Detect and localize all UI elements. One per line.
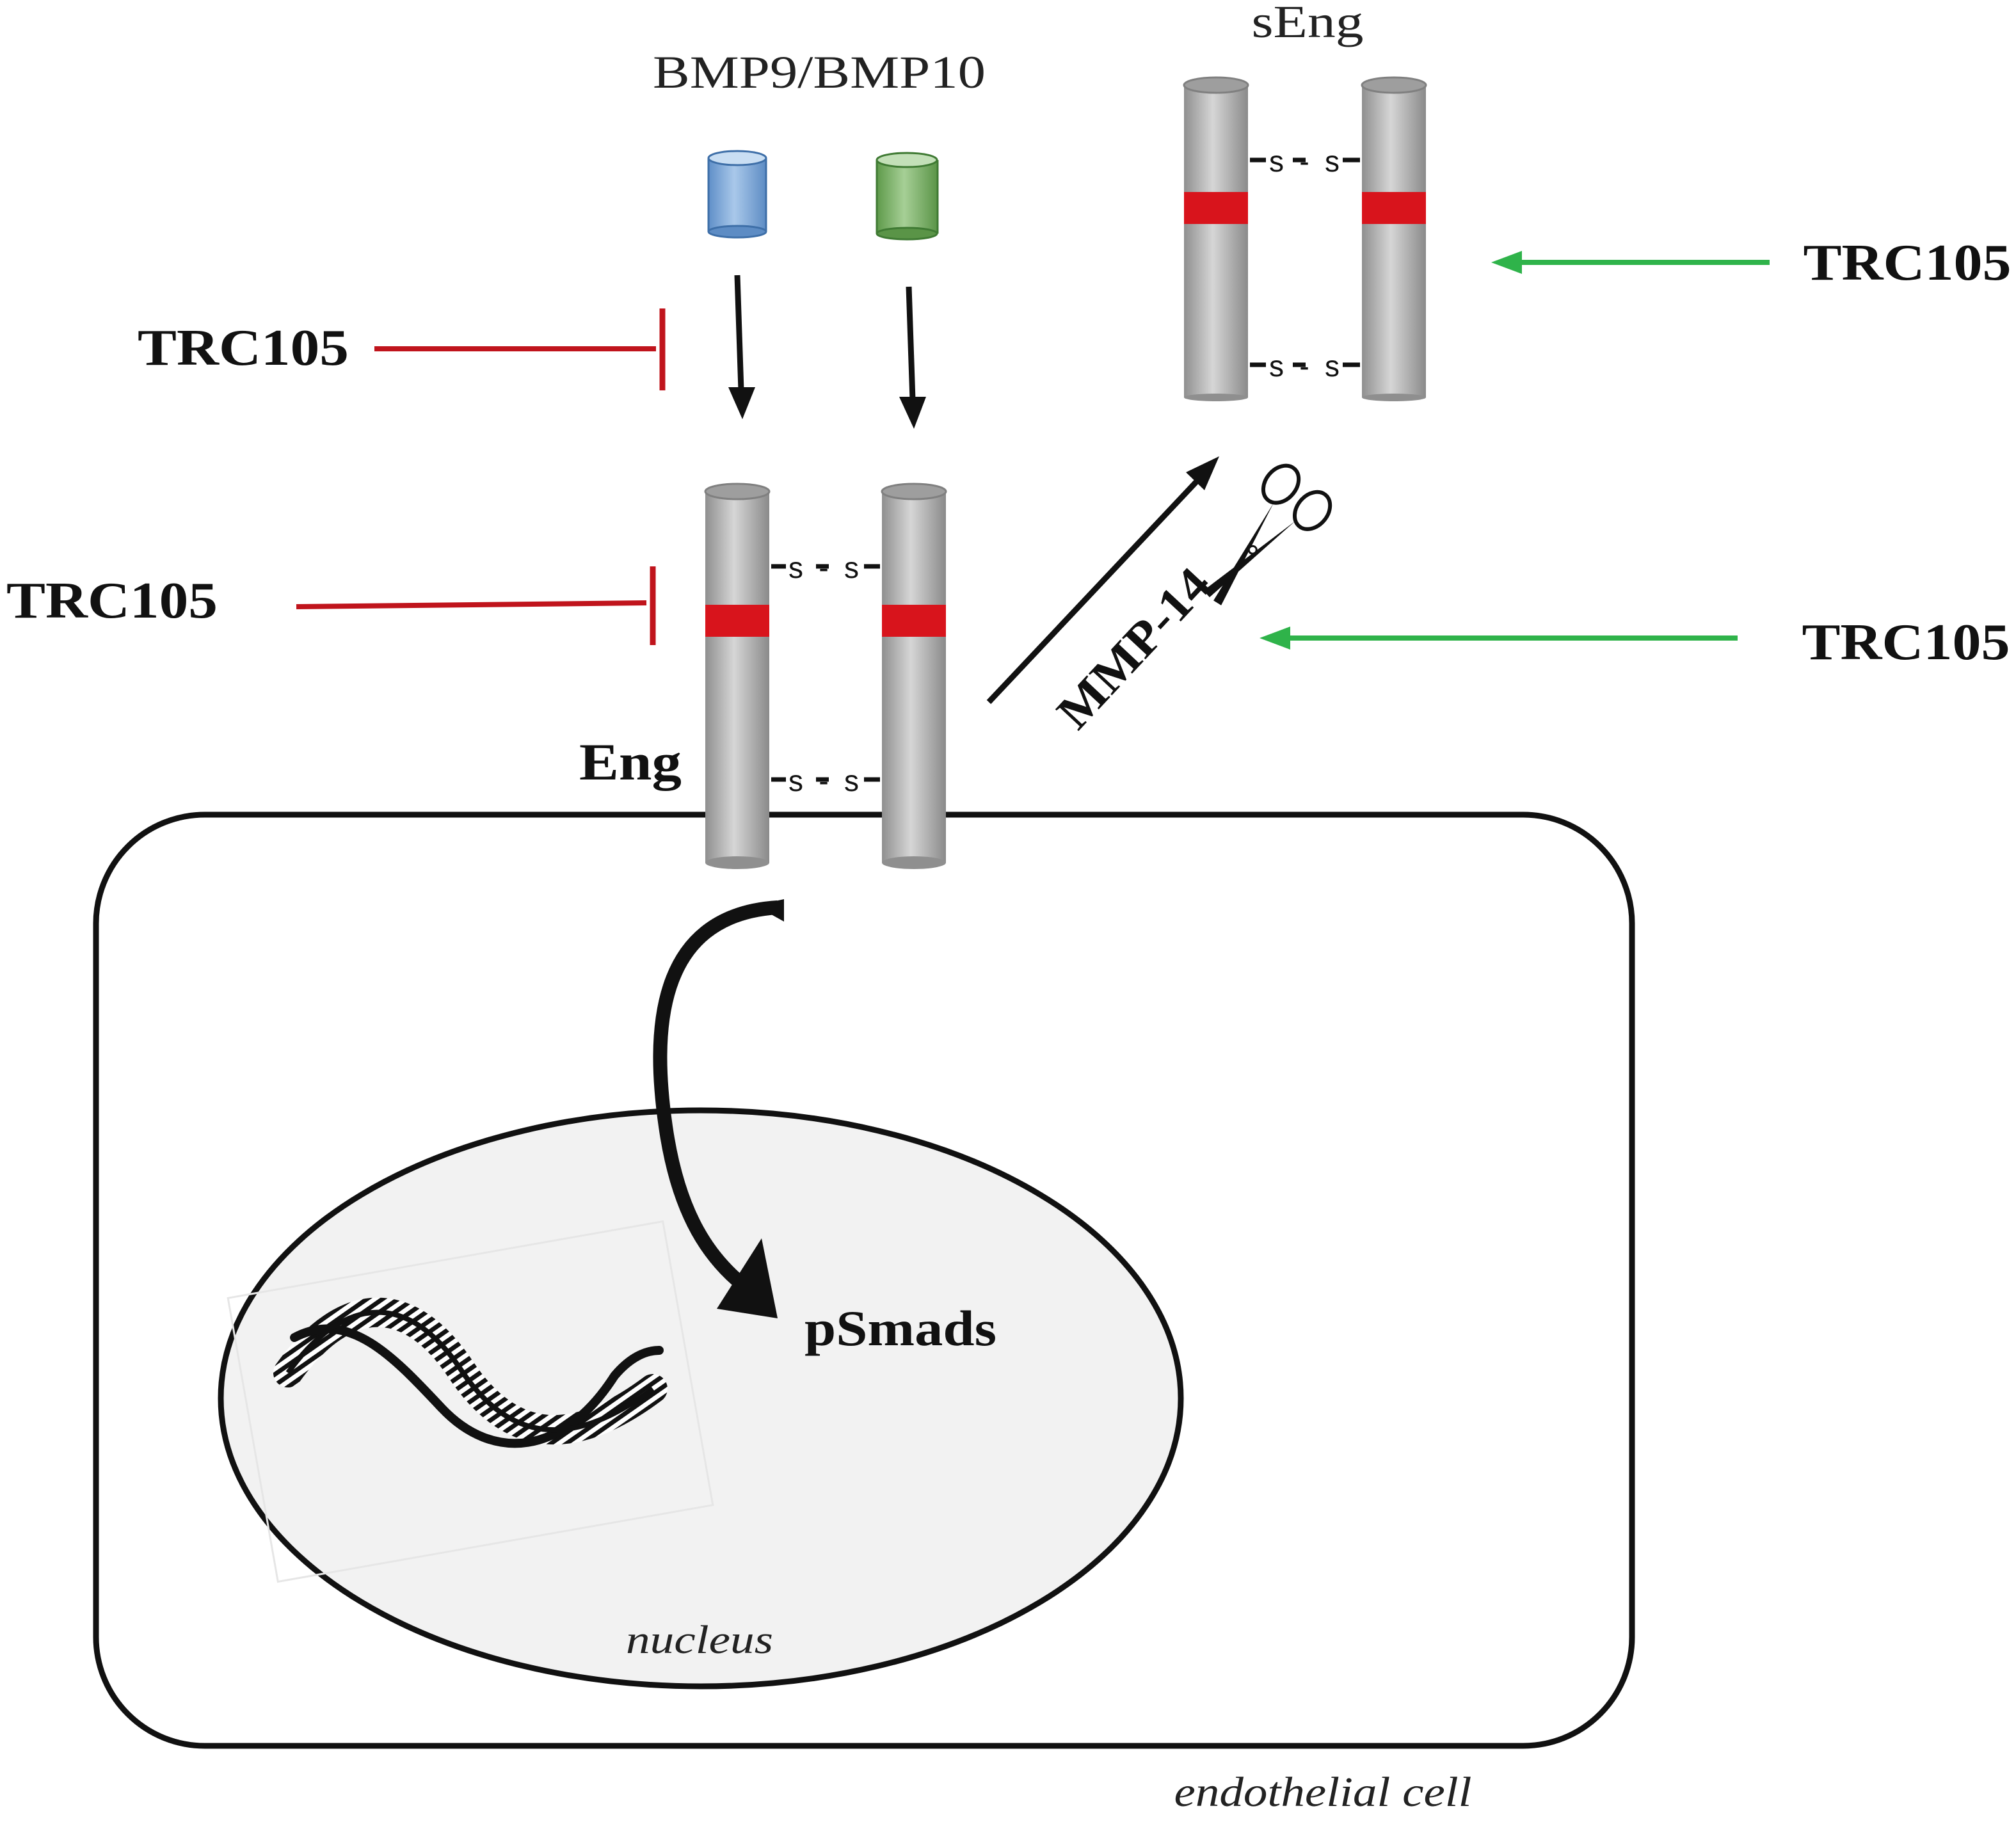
bmp9-binding-arrow xyxy=(728,275,755,419)
bmp10-binding-arrow xyxy=(899,286,926,429)
shedding-arrow xyxy=(986,456,1219,705)
cell-label: endothelial cell xyxy=(1174,1769,1472,1816)
trc105-promote-mmp14-arrow xyxy=(1260,627,1738,650)
nucleus xyxy=(218,1107,1184,1690)
psmads-label: pSmads xyxy=(804,1300,996,1356)
mmp14-label: MMP-14 xyxy=(1046,557,1221,739)
dna-helix-icon xyxy=(227,1220,714,1583)
eng-cleavage-band-left xyxy=(705,605,769,637)
seng-cleavage-band-left xyxy=(1184,192,1248,224)
eng-disulfide-top: s-s xyxy=(788,551,859,584)
trc105-promote-seng-arrow xyxy=(1491,251,1770,274)
seng-cleavage-band-right xyxy=(1362,192,1426,224)
trc105-label-promote-seng: TRC105 xyxy=(1804,235,2012,291)
seng-disulfide-top: s-s xyxy=(1269,145,1340,178)
eng-disulfide-bottom: s-s xyxy=(788,764,859,797)
seng-disulfide-bottom: s-s xyxy=(1269,349,1340,383)
trc105-inhibit-ligand-binding xyxy=(374,308,666,390)
trc105-label-promote-mmp14: TRC105 xyxy=(1802,614,2010,671)
signaling-arrow xyxy=(653,899,784,1318)
scissors-icon xyxy=(1203,463,1332,605)
seng-label: sEng xyxy=(1252,0,1364,47)
soluble-endoglin-dimer xyxy=(1183,76,1427,401)
ligand-label: BMP9/BMP10 xyxy=(653,47,986,98)
eng-cleavage-band-right xyxy=(882,605,946,637)
nucleus-label: nucleus xyxy=(626,1618,773,1662)
bmp10-ligand xyxy=(876,152,939,241)
trc105-inhibit-endoglin xyxy=(296,566,656,645)
eng-label: Eng xyxy=(579,733,682,791)
bmp9-ligand xyxy=(707,150,767,239)
trc105-label-inhibit-ligand: TRC105 xyxy=(138,320,349,376)
trc105-label-inhibit-endoglin: TRC105 xyxy=(6,573,218,629)
endoglin-dimer xyxy=(704,483,947,869)
